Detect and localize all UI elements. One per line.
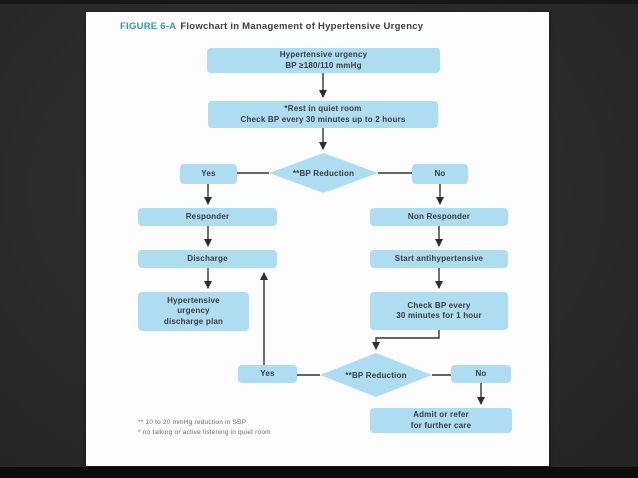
decision2-label: **BP Reduction xyxy=(345,370,407,380)
node-discharge: Discharge xyxy=(138,250,277,268)
decision1-label: **BP Reduction xyxy=(292,168,355,178)
node-decision-bp-reduction-2: **BP Reduction xyxy=(320,353,432,397)
node-admit-or-refer: Admit or refer for further care xyxy=(370,408,512,433)
footnote-quiet-room: * no talking or active listening in quie… xyxy=(138,429,271,437)
connector-checkbp-to-decision2 xyxy=(372,330,440,350)
node-hypertensive-urgency: Hypertensive urgency BP ≥180/110 mmHg xyxy=(207,48,440,73)
bottom-dark-band xyxy=(0,467,638,478)
footnote-sbp-reduction: ** 10 to 20 mmHg reduction in SBP xyxy=(138,419,247,426)
node-yes-2: Yes xyxy=(238,365,297,383)
node-decision-bp-reduction-1: **BP Reduction xyxy=(269,153,378,193)
node-responder: Responder xyxy=(138,208,277,226)
node-no-1: No xyxy=(412,164,468,184)
node-discharge-plan: Hypertensive urgency discharge plan xyxy=(138,292,249,331)
node-non-responder: Non Responder xyxy=(370,208,508,226)
node-no-2: No xyxy=(451,365,511,383)
top-dark-band xyxy=(0,0,638,4)
node-rest-in-quiet-room: *Rest in quiet room Check BP every 30 mi… xyxy=(208,101,438,128)
node-yes-1: Yes xyxy=(180,164,237,184)
figure-title-text: Flowchart in Management of Hypertensive … xyxy=(180,21,424,32)
node-check-bp-1-hour: Check BP every 30 minutes for 1 hour xyxy=(370,292,508,330)
flowchart-connectors xyxy=(204,73,485,405)
footnotes: ** 10 to 20 mmHg reduction in SBP * no t… xyxy=(138,418,271,438)
node-start-antihypertensive: Start antihypertensive xyxy=(370,250,508,268)
figure-label: FIGURE 6-A xyxy=(120,21,177,32)
